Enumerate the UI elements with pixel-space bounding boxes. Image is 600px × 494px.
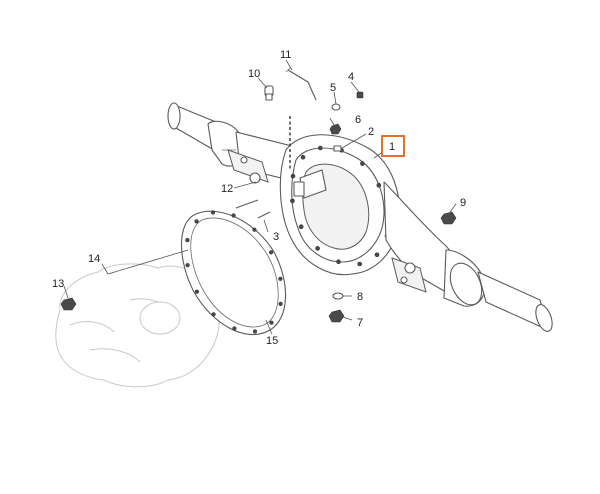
bolt-hole (360, 161, 365, 166)
axle-housing (167, 102, 553, 332)
bolt-hole (194, 219, 199, 224)
callout-4[interactable]: 4 (348, 71, 354, 83)
bolt-hole (252, 329, 258, 334)
callout-3[interactable]: 3 (273, 231, 279, 243)
callout-13[interactable]: 13 (52, 278, 64, 290)
bolt-hole (211, 312, 216, 317)
bolt-hole (185, 238, 190, 243)
callout-labels: 1 2 3 4 5 6 7 8 9 10 11 12 13 14 15 (52, 49, 466, 347)
callout-15[interactable]: 15 (266, 335, 278, 347)
bolt-hole (374, 252, 380, 258)
callout-9[interactable]: 9 (460, 197, 466, 209)
bolt-hole (290, 198, 295, 204)
gasket-ring (180, 210, 287, 335)
bolt-hole (185, 263, 190, 268)
callout-8[interactable]: 8 (357, 291, 363, 303)
bolt-hole (317, 145, 323, 151)
bolt-hole (278, 276, 283, 281)
callout-11[interactable]: 11 (280, 49, 291, 61)
callout-1-highlight-box (381, 135, 405, 157)
hardware-parts (60, 67, 457, 323)
bolt-hole (194, 289, 199, 294)
bolt-hole (269, 320, 274, 325)
callout-5[interactable]: 5 (330, 82, 336, 94)
bolt-hole (315, 246, 320, 251)
callout-12[interactable]: 12 (221, 183, 233, 195)
bolt-hole (210, 210, 216, 215)
differential-carrier-ghost (55, 263, 220, 388)
bolt-hole (298, 224, 304, 229)
bolt-hole (278, 301, 283, 307)
callout-10[interactable]: 10 (248, 68, 260, 80)
callout-1[interactable]: 1 (389, 141, 395, 153)
bolt-hole (300, 154, 306, 160)
bolt-hole (376, 183, 382, 188)
callout-14[interactable]: 14 (88, 253, 100, 265)
callout-2[interactable]: 2 (368, 126, 374, 138)
callout-7[interactable]: 7 (357, 317, 363, 329)
bolt-hole (357, 261, 363, 267)
bolt-hole (269, 250, 274, 255)
callout-6[interactable]: 6 (355, 114, 361, 126)
bolt-hole (290, 173, 296, 179)
bolt-hole (336, 259, 341, 265)
bolt-hole (232, 326, 237, 331)
bolt-hole (252, 227, 257, 232)
bolt-hole (231, 213, 236, 218)
